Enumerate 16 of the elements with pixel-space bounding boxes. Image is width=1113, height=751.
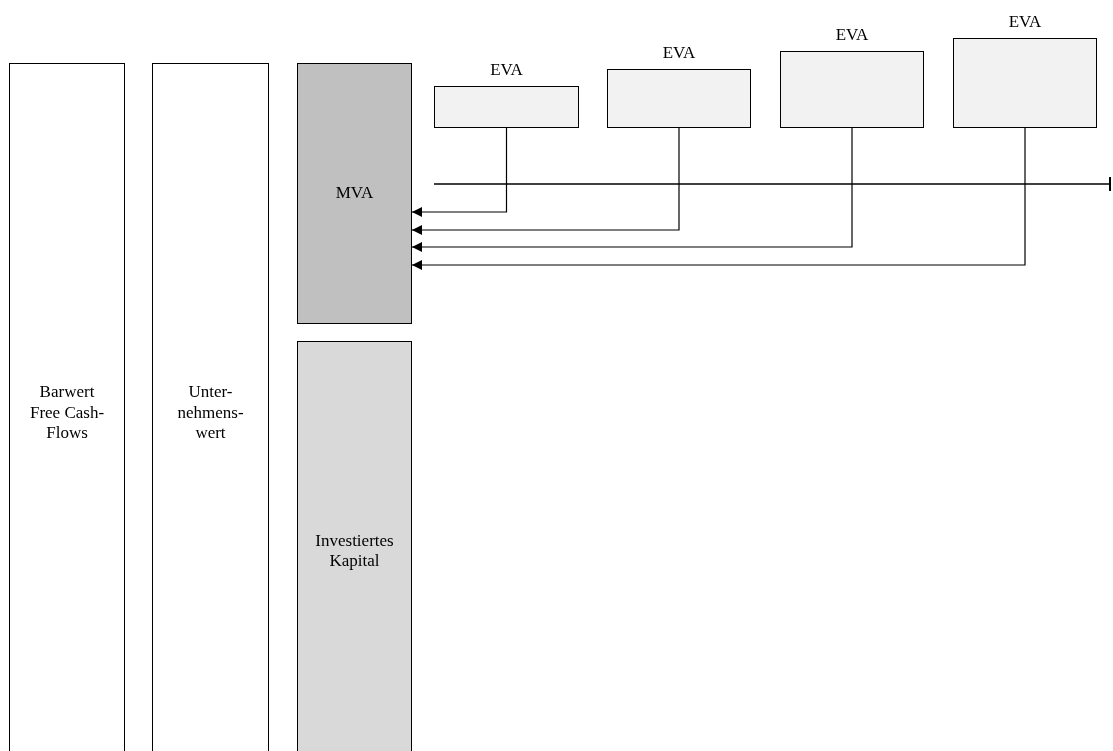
bar-label: Investiertes Kapital — [314, 530, 395, 572]
value-bar — [297, 341, 412, 751]
box-heading: EVA — [1007, 12, 1043, 32]
value-bar — [152, 63, 269, 751]
value-bar — [9, 63, 125, 751]
bar-label: MVA — [334, 183, 375, 204]
arrow — [411, 127, 508, 217]
bar-label: Unter- nehmens- wert — [176, 382, 245, 444]
bar-label: Barwert Free Cash-Flows — [28, 382, 106, 444]
arrow — [411, 127, 680, 235]
arrow — [411, 127, 853, 252]
box-heading: EVA — [489, 60, 524, 80]
box-heading: EVA — [661, 43, 697, 63]
value-bar — [297, 63, 412, 324]
box-heading: EVA — [834, 25, 870, 45]
arrow — [411, 127, 1026, 270]
